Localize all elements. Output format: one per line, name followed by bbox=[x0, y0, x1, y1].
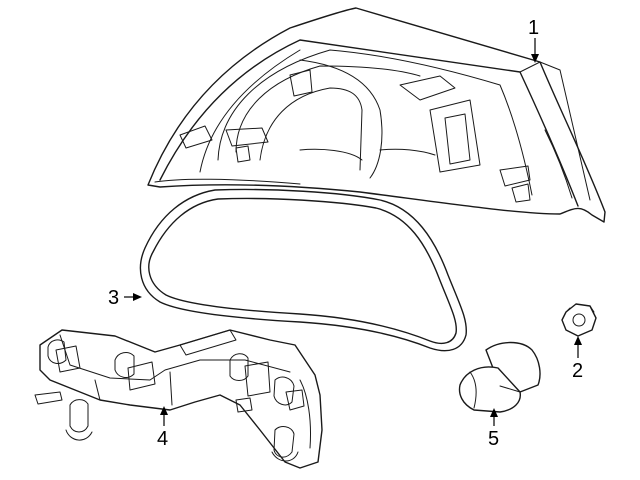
callout-2-number: 2 bbox=[572, 360, 583, 382]
bulb[interactable] bbox=[458, 341, 541, 413]
bulb-socket-plate[interactable] bbox=[34, 329, 323, 469]
gasket[interactable] bbox=[139, 188, 468, 352]
callout-1: 1 bbox=[528, 17, 539, 63]
callout-3: 3 bbox=[108, 287, 142, 309]
callout-1-number: 1 bbox=[528, 17, 539, 39]
callout-2: 2 bbox=[572, 336, 583, 382]
callout-4-number: 4 bbox=[157, 428, 168, 450]
callout-5-number: 5 bbox=[488, 428, 499, 450]
tail-lamp-housing[interactable] bbox=[147, 7, 606, 223]
hex-nut[interactable] bbox=[561, 303, 597, 337]
callout-3-number: 3 bbox=[108, 287, 119, 309]
callout-5: 5 bbox=[488, 408, 499, 450]
callout-4: 4 bbox=[157, 406, 168, 450]
